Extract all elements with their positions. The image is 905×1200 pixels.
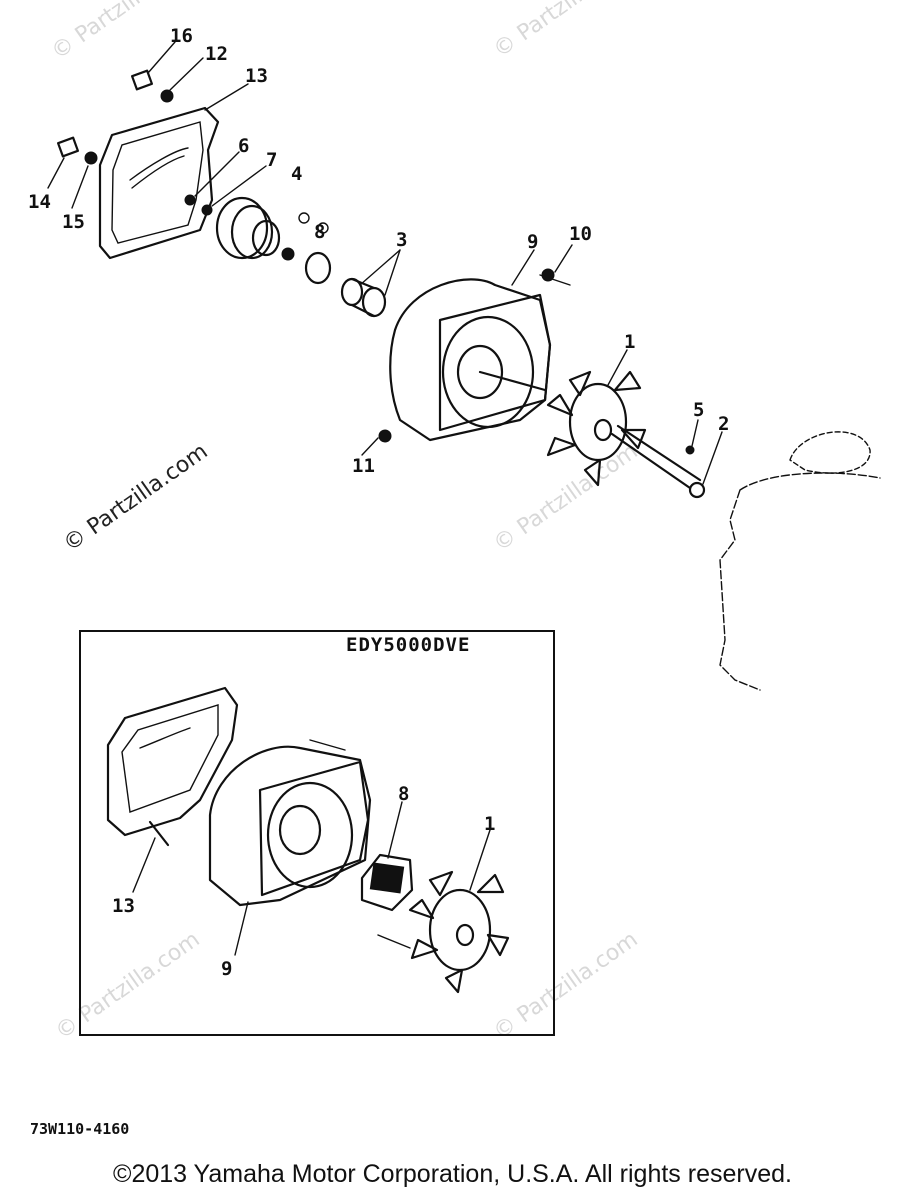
inset-cover-part [106, 686, 239, 847]
fan-housing-part [378, 268, 571, 443]
callout-label: 8 [398, 783, 409, 805]
bolt-parts [56, 69, 174, 165]
callout-label: 10 [569, 223, 592, 245]
callout-label: 16 [170, 25, 193, 47]
inset-fan-part [408, 870, 510, 994]
inset-leader-lines [132, 801, 491, 956]
watermark: © Partzilla.com [489, 439, 642, 557]
drawing-code: 73W110-4160 [30, 1120, 130, 1138]
callout-label: 4 [291, 163, 302, 185]
engine-outline [719, 431, 881, 691]
callout-label: 14 [28, 191, 51, 213]
fan-part [546, 370, 706, 499]
watermark: © Partzilla.com [489, 0, 642, 63]
callout-label: 15 [62, 211, 85, 233]
callouts-inset: 8 1 13 9 [112, 783, 495, 980]
callout-label: 6 [238, 135, 249, 157]
callout-label: 11 [352, 455, 375, 477]
inset-model-label: EDY5000DVE [346, 634, 471, 656]
callout-label: 13 [245, 65, 268, 87]
cover-plate-part [98, 106, 220, 260]
inset-frame [79, 630, 555, 1036]
pulley-part [184, 194, 332, 285]
inset-housing-part [208, 739, 372, 907]
callout-label: 9 [221, 958, 232, 980]
callout-label: 13 [112, 895, 135, 917]
callout-label: 2 [718, 413, 729, 435]
watermark: © Partzilla.com [59, 439, 212, 557]
callouts-main: 16 12 13 6 7 4 14 15 8 3 9 10 1 5 2 11 [28, 25, 729, 477]
callout-label: 1 [484, 813, 495, 835]
callout-label: 8 [314, 221, 325, 243]
inset-exploded-view: 8 1 13 9 [106, 686, 510, 994]
main-exploded-view: 16 12 13 6 7 4 14 15 8 3 9 10 1 5 2 11 [28, 25, 881, 691]
callout-label: 1 [624, 331, 635, 353]
leader-lines [47, 41, 723, 485]
callout-label: 5 [693, 399, 704, 421]
callout-label: 3 [396, 229, 407, 251]
callout-label: 7 [266, 149, 277, 171]
inset-module-part [360, 853, 414, 912]
callout-label: 9 [527, 231, 538, 253]
callout-label: 12 [205, 43, 228, 65]
bearing-part [340, 277, 387, 318]
copyright-notice: ©2013 Yamaha Motor Corporation, U.S.A. A… [113, 1160, 792, 1188]
